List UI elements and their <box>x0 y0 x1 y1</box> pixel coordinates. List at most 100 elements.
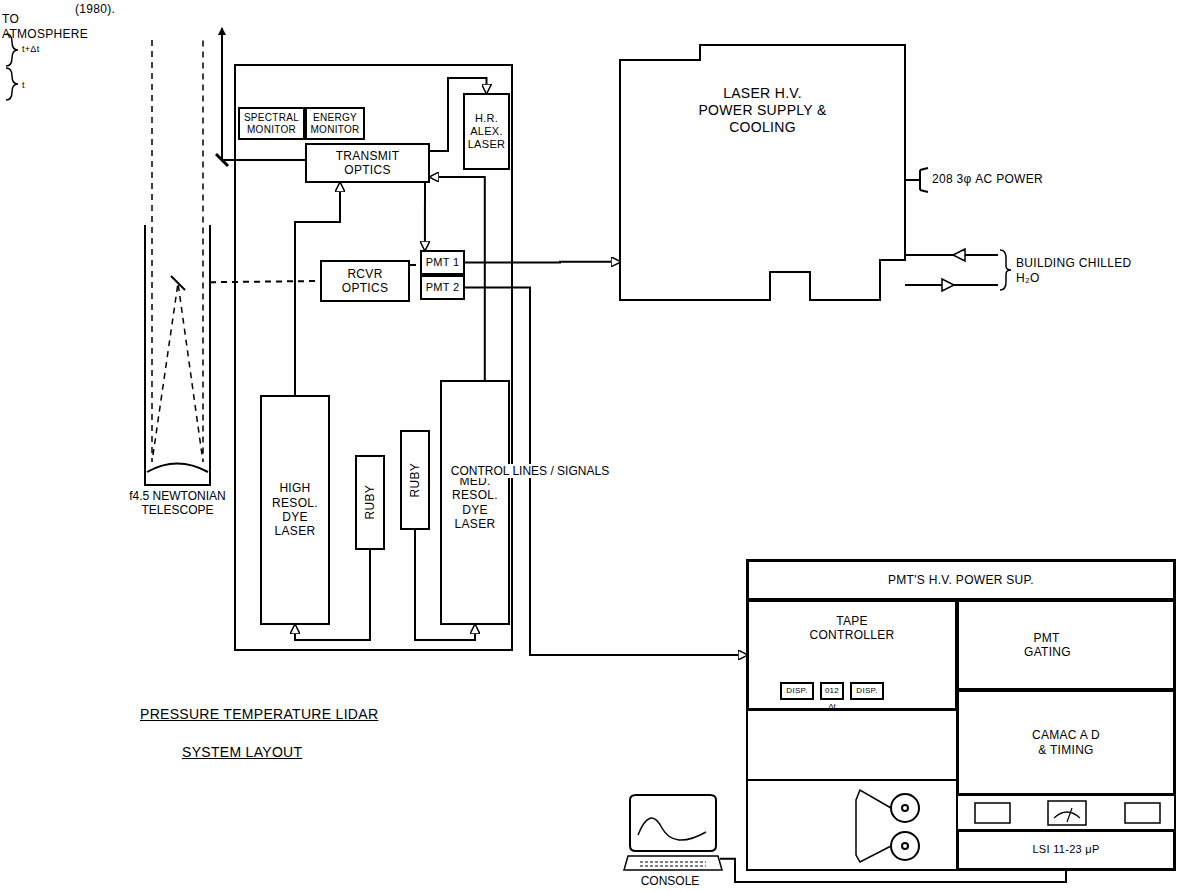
laser-box: RUBY <box>355 455 385 550</box>
node-label: 012 <box>825 686 839 696</box>
text-area: LSI 11-23 μP <box>959 832 1173 868</box>
node-label: RUBY <box>408 463 422 498</box>
monitor-box: SPECTRAL MONITOR <box>238 107 305 140</box>
laser-box: HIGH RESOL. DYE LASER <box>260 395 330 625</box>
keyboard <box>624 856 722 870</box>
text-area: RUBY <box>402 432 428 528</box>
text-area: RCVR OPTICS <box>322 262 408 300</box>
fold-mirror <box>216 154 228 166</box>
rack-panel: LSI 11-23 μP <box>957 830 1175 870</box>
node-label: PMT'S H.V. POWER SUP. <box>888 573 1034 587</box>
laser-box: MED. RESOL. DYE LASER <box>440 380 510 625</box>
annotation: t <box>22 80 42 91</box>
text-area: PMT 1 <box>422 252 463 273</box>
node-label: ENERGY MONITOR <box>308 112 363 136</box>
optics-box: TRANSMIT OPTICS <box>305 143 430 183</box>
text-area: DISP. <box>782 684 812 698</box>
node-label: RCVR OPTICS <box>323 267 407 296</box>
display-box: DISP. <box>850 682 884 700</box>
meter <box>1048 801 1086 825</box>
text-area: PMT'S H.V. POWER SUP. <box>749 562 1173 598</box>
text-area: ENERGY MONITOR <box>307 109 363 138</box>
node-label: TAPE CONTROLLER <box>797 614 907 643</box>
node-caption: CONSOLE <box>625 874 715 888</box>
text-area: HIGH RESOL. DYE LASER <box>262 397 328 623</box>
flow-triangle <box>942 249 965 291</box>
annotation: 208 3φ AC POWER <box>932 172 1092 187</box>
reel-hub <box>902 805 908 811</box>
connector <box>210 281 320 282</box>
meter-panel <box>957 795 1175 830</box>
node-label: DISP. <box>786 686 807 696</box>
console: CONSOLE <box>620 795 720 870</box>
text-area: PMT 2 <box>422 277 463 298</box>
annotation: TO ATMOSPHERE <box>2 12 102 42</box>
optics-box: RCVR OPTICS <box>320 260 410 302</box>
brace <box>1000 250 1011 290</box>
power-supply: LASER H.V. POWER SUPPLY & COOLING <box>620 45 905 300</box>
detector-box: PMT 2 <box>420 275 465 300</box>
connector <box>410 264 420 266</box>
node-label: MED. RESOL. DYE LASER <box>448 474 503 532</box>
meter <box>1125 803 1160 823</box>
connector <box>424 183 426 250</box>
telescope: f4.5 NEWTONIAN TELESCOPE <box>145 225 210 485</box>
rack-panel: TAPE CONTROLLERDISP.012ΔtDISP. <box>747 600 957 710</box>
telescope-tube <box>145 225 210 485</box>
chilled-water-lines <box>905 255 998 285</box>
blank-panel <box>747 710 957 780</box>
tape-reel <box>891 832 919 860</box>
monitor-box: ENERGY MONITOR <box>305 107 365 140</box>
optics-bench <box>235 65 512 650</box>
node-caption: f4.5 NEWTONIAN TELESCOPE <box>108 489 248 518</box>
meter <box>975 803 1010 823</box>
text-area: CAMAC A D & TIMING <box>959 692 1173 793</box>
annotation: BUILDING CHILLED H₂O <box>1016 256 1156 286</box>
node-label: SPECTRAL MONITOR <box>242 112 302 136</box>
keys <box>640 862 706 866</box>
annotation: SYSTEM LAYOUT <box>182 744 382 762</box>
tape-drive <box>747 780 957 870</box>
node-label: H.R. ALEX. LASER <box>466 112 508 152</box>
text-area: LASER H.V. POWER SUPPLY & COOLING <box>620 45 905 300</box>
connector <box>465 261 620 264</box>
ac-power-feed <box>905 168 928 192</box>
node-label: HIGH RESOL. DYE LASER <box>268 481 323 539</box>
text-area: H.R. ALEX. LASER <box>465 95 508 168</box>
display-box: DISP. <box>780 682 814 700</box>
rack-band: PMT'S H.V. POWER SUP. <box>747 560 1175 600</box>
text-area: MED. RESOL. DYE LASER <box>442 382 508 623</box>
node-caption: Δt <box>817 702 847 712</box>
node-label: CAMAC A D & TIMING <box>1031 728 1101 757</box>
node-label: LASER H.V. POWER SUPPLY & COOLING <box>698 85 828 135</box>
annotation: t+Δt <box>22 44 62 55</box>
node-label: PMT 2 <box>426 281 460 294</box>
light-rays <box>152 40 203 462</box>
power-supply-cabinet <box>620 45 905 300</box>
node-label: TRANSMIT OPTICS <box>328 149 408 178</box>
console-screen <box>630 795 716 851</box>
tape-reel <box>891 794 919 822</box>
laser-box: H.R. ALEX. LASER <box>463 93 510 170</box>
node-label: PMT GATING <box>1024 631 1069 660</box>
node-label: RUBY <box>363 485 377 520</box>
annotation: PRESSURE TEMPERATURE LIDAR <box>140 706 420 724</box>
rack-panel: PMT GATING <box>957 600 1175 690</box>
text-area: RUBY <box>357 457 383 548</box>
text-area <box>620 795 720 870</box>
text-area: PMT GATING <box>959 602 1173 688</box>
transmitted-beam <box>222 28 305 160</box>
text-area <box>145 225 210 485</box>
laser-box: RUBY <box>400 430 430 530</box>
text-area: DISP. <box>852 684 882 698</box>
reel-hub <box>902 843 908 849</box>
meter-needle <box>1054 808 1080 822</box>
text-area: TRANSMIT OPTICS <box>307 145 428 181</box>
tape-path <box>856 790 891 862</box>
text-area: SPECTRAL MONITOR <box>240 109 303 138</box>
display-box: 012Δt <box>820 682 844 700</box>
return-pulse <box>6 68 18 100</box>
rack-panel: CAMAC A D & TIMING <box>957 690 1175 795</box>
node-label: LSI 11-23 μP <box>1032 843 1099 856</box>
electronics-rack <box>747 560 1175 870</box>
